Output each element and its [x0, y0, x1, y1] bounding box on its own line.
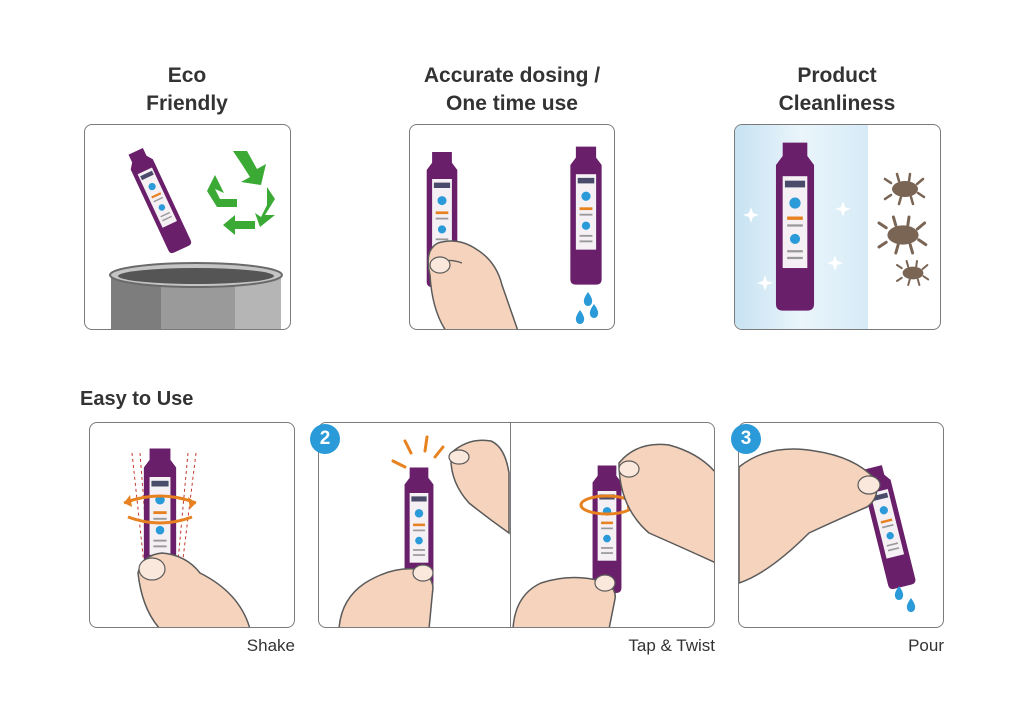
vial-icon — [570, 146, 602, 285]
benefit-title-cleanliness-line1: Product — [797, 64, 877, 87]
shake-illustration — [123, 448, 251, 627]
benefit-title-eco: Eco Friendly — [107, 62, 267, 118]
benefit-title-cleanliness: Product Cleanliness — [747, 62, 927, 118]
pour-illustration — [739, 448, 917, 612]
benefit-title-dosing: Accurate dosing / One time use — [402, 62, 622, 118]
hand-icon — [137, 552, 251, 627]
accurate-dosing-illustration — [426, 146, 602, 329]
trash-bin-icon — [109, 262, 283, 329]
recycle-icon — [207, 151, 275, 235]
step-divider — [510, 422, 512, 628]
hand-icon — [427, 240, 519, 329]
tap-burst-icon — [391, 435, 445, 469]
hand-icon — [448, 439, 510, 535]
step-3-badge: 3 — [731, 424, 761, 454]
germ-icon — [883, 172, 926, 206]
benefit-title-eco-line2: Friendly — [146, 92, 228, 115]
vial-icon — [775, 142, 815, 311]
germ-icon — [895, 259, 930, 287]
step-shake-caption: Shake — [246, 636, 295, 655]
vial-icon — [124, 146, 193, 255]
step-tap-twist-panel — [318, 422, 715, 628]
accurate-dosing-panel — [409, 124, 615, 330]
eco-friendly-panel — [84, 124, 291, 330]
water-drop-icon — [575, 310, 585, 324]
step-pour-caption: Pour — [908, 636, 944, 655]
hand-icon — [338, 564, 434, 627]
water-drop-icon — [589, 304, 599, 318]
easy-to-use-heading: Easy to Use — [80, 388, 194, 410]
benefit-title-eco-line1: Eco — [167, 64, 207, 87]
germ-icon — [877, 215, 928, 255]
benefit-title-dosing-line1: Accurate dosing / — [423, 64, 601, 87]
hand-icon — [512, 574, 616, 627]
cleanliness-panel — [734, 124, 941, 330]
water-drop-icon — [583, 292, 593, 306]
step-tap-twist-caption: Tap & Twist — [628, 636, 715, 655]
cleanliness-illustration — [735, 125, 930, 329]
benefit-title-dosing-line2: One time use — [446, 92, 578, 115]
hand-icon — [739, 448, 881, 584]
step-2-badge: 2 — [310, 424, 340, 454]
eco-friendly-illustration — [109, 146, 283, 329]
step-pour-panel — [738, 422, 944, 628]
hand-icon — [618, 443, 714, 563]
benefit-title-cleanliness-line2: Cleanliness — [778, 92, 896, 115]
step-shake-panel — [89, 422, 295, 628]
vial-icon — [592, 465, 622, 593]
sparkle-icon — [743, 201, 851, 291]
tap-twist-illustration — [338, 435, 714, 627]
water-drop-icon — [906, 598, 916, 612]
